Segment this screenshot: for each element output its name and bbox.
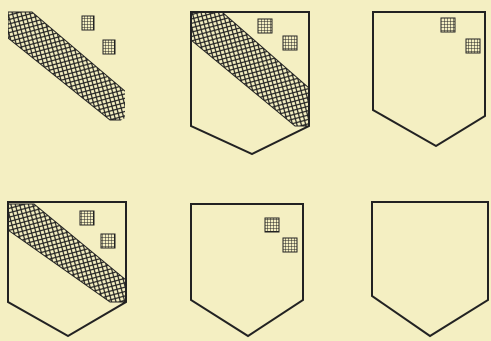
shield-1 (8, 12, 126, 120)
shield-2-check-1 (258, 19, 272, 33)
shield-4-check-1 (80, 211, 94, 225)
shield-5-check-2 (283, 238, 297, 252)
shield-2-check-2 (283, 36, 297, 50)
shield-1-bend (8, 12, 126, 120)
shield-2-bend (191, 12, 309, 126)
shield-5 (191, 204, 303, 336)
shield-2 (191, 12, 309, 154)
shield-6 (372, 202, 488, 336)
shield-4-check-2 (101, 234, 115, 248)
shield-4 (8, 202, 126, 336)
shield-3 (373, 12, 485, 146)
shield-3-check-1 (441, 18, 455, 32)
shield-3-check-2 (466, 39, 480, 53)
shield-3-outline (373, 12, 485, 146)
shield-1-check-1 (82, 16, 94, 30)
shield-4-bend (8, 204, 126, 302)
shield-6-outline (372, 202, 488, 336)
shield-1-check-2 (103, 40, 115, 54)
shield-5-outline (191, 204, 303, 336)
shield-5-check-1 (265, 218, 279, 232)
